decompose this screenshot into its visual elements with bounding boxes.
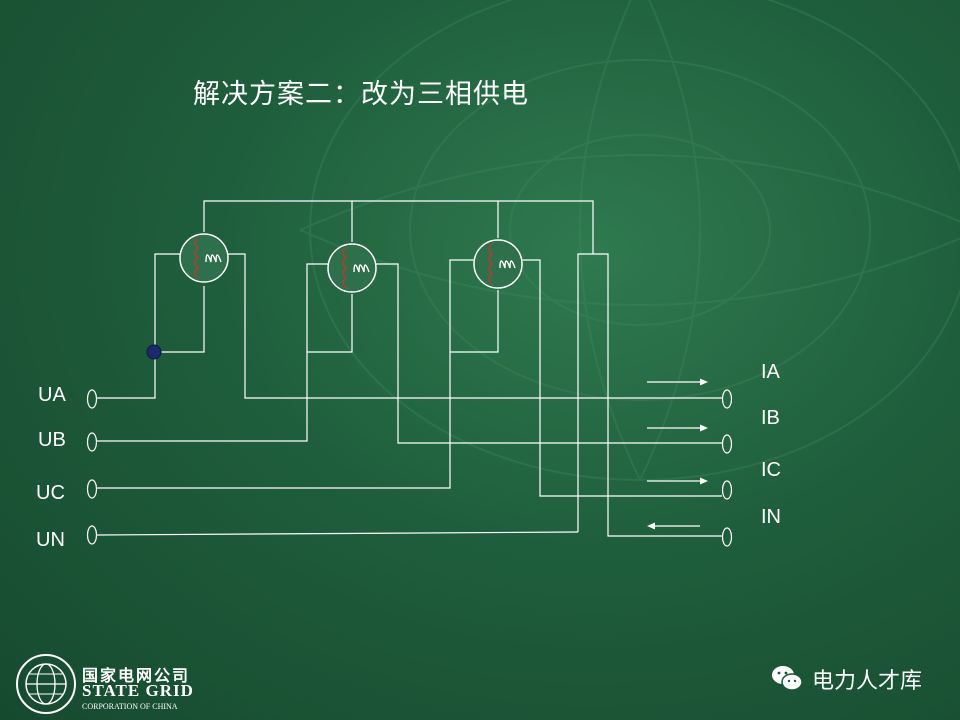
logo-company-name-en: STATE GRID [82, 681, 194, 700]
meter-3-current-coil [488, 243, 494, 285]
wire-ia [226, 253, 722, 399]
terminal-ua [86, 389, 98, 409]
wire-ub [97, 263, 334, 442]
meter-1-current-coil [194, 237, 200, 279]
meter-1-voltage-coil [205, 254, 222, 263]
wire-ib [372, 263, 722, 444]
state-grid-logo-icon [16, 654, 76, 714]
wire-neutral-box [577, 253, 722, 537]
label-ub: UB [38, 429, 66, 451]
arrow-ia [647, 378, 708, 386]
terminal-ib [721, 434, 733, 454]
label-ib: IB [761, 407, 780, 429]
wire-ua [97, 253, 185, 399]
terminal-ic [721, 480, 733, 500]
label-ic: IC [761, 459, 781, 481]
junction-node [146, 344, 162, 360]
label-uc: UC [36, 482, 65, 504]
logo-company-subtitle: CORPORATION OF CHINA [82, 702, 178, 711]
wire-top-bus [203, 200, 594, 254]
terminal-in [721, 527, 733, 547]
meter-2-voltage-coil [353, 264, 370, 273]
logo-company-name-cn: 国家电网公司 [82, 666, 191, 685]
arrow-ib [647, 424, 708, 432]
meter-3 [473, 239, 523, 289]
meter-2-current-coil [342, 247, 348, 289]
terminal-un [86, 525, 98, 545]
label-ia: IA [761, 361, 780, 383]
wire-meter3-bottom [450, 290, 499, 353]
meter-1 [179, 233, 229, 283]
watermark-text: 电力人才库 [812, 669, 923, 694]
wire-meter1-bottom [155, 286, 205, 353]
label-in: IN [761, 506, 781, 528]
meter-2 [327, 243, 377, 293]
wire-ic [518, 259, 722, 497]
slide-title: 解决方案二：改为三相供电 [193, 79, 529, 110]
arrow-in [647, 522, 700, 530]
terminal-ia [721, 389, 733, 409]
wire-uc [97, 259, 478, 489]
meter-3-voltage-coil [499, 260, 516, 269]
terminal-uc [86, 479, 98, 499]
wechat-icon [772, 666, 803, 691]
label-ua: UA [38, 384, 66, 406]
label-un: UN [36, 529, 65, 551]
arrow-ic [647, 477, 708, 485]
terminal-ub [86, 432, 98, 452]
wire-meter2-bottom [307, 294, 353, 353]
wire-un [96, 531, 579, 536]
